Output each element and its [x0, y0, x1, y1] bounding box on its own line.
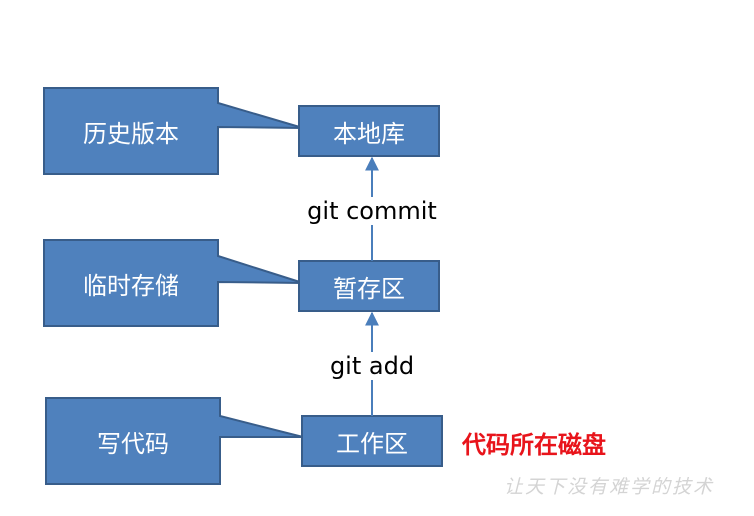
callout-history-label: 历史版本	[83, 119, 179, 148]
edge-commit-label: git commit	[305, 197, 439, 225]
callout-temp-shape	[43, 239, 304, 327]
callout-temp-label: 临时存储	[83, 271, 179, 300]
edge-commit-wrap: git commit	[292, 195, 452, 227]
watermark-text: 让天下没有难学的技术	[503, 475, 714, 498]
edge-add-label: git add	[327, 352, 417, 380]
callout-history-shape	[43, 87, 304, 175]
edge-add-wrap: git add	[292, 350, 452, 382]
callout-write-label: 写代码	[97, 429, 169, 458]
note-disk-label: 代码所在磁盘	[462, 430, 606, 459]
callout-write-shape	[45, 397, 304, 485]
node-repo-label: 本地库	[333, 119, 405, 148]
node-workspace-label: 工作区	[336, 429, 408, 458]
node-repo-box	[298, 105, 440, 157]
node-workspace-box	[301, 415, 443, 467]
node-staging-box	[298, 260, 440, 312]
node-staging-label: 暂存区	[333, 274, 405, 303]
